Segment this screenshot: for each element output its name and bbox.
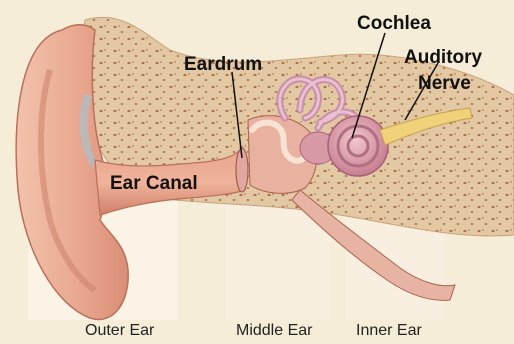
inner-ear-region-label: Inner Ear: [356, 323, 422, 339]
middle-ear-region-label: Middle Ear: [236, 323, 312, 339]
cochlea-label: Cochlea: [357, 14, 431, 33]
auditory-nerve-label-line1: Auditory: [404, 48, 482, 67]
ear-canal-label: Ear Canal: [110, 174, 198, 193]
eardrum-label: Eardrum: [184, 55, 262, 74]
outer-ear-region-label: Outer Ear: [85, 323, 154, 339]
auditory-nerve-label-line2: Nerve: [418, 74, 471, 93]
